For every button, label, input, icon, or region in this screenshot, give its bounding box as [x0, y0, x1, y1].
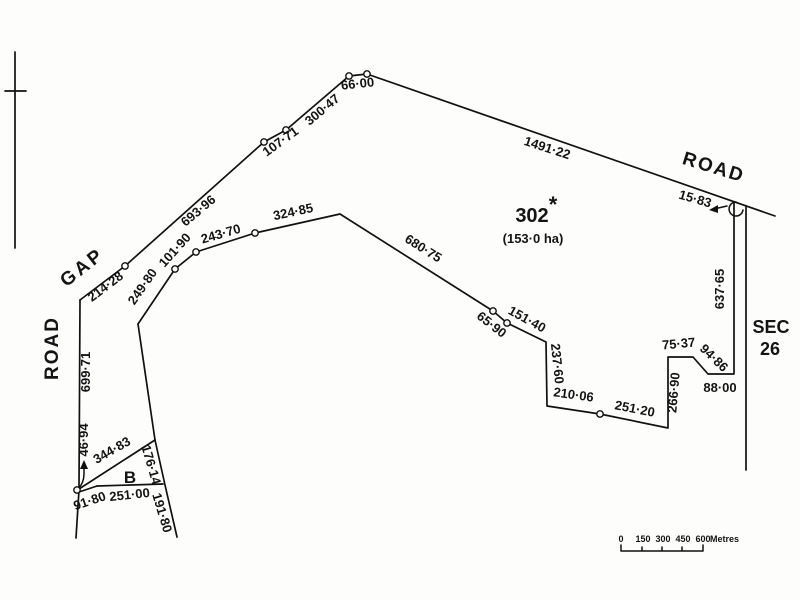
- survey-mark: [260, 138, 268, 146]
- hook-curve: [728, 201, 744, 217]
- lot-number: 302: [515, 205, 548, 227]
- survey-marks: [73, 70, 604, 494]
- northwest-boundary: [79, 75, 350, 301]
- measurement-693-96: 693·96: [178, 192, 219, 230]
- section-number: 26: [760, 339, 780, 359]
- survey-mark: [251, 229, 259, 237]
- section-name: SEC: [752, 317, 789, 337]
- line-344-83: [78, 439, 156, 490]
- measurement-88-00: 88·00: [703, 380, 736, 395]
- reference-mark: [4, 51, 27, 249]
- measurement-101-90: 101·90: [156, 230, 194, 270]
- measurement-243-70: 243·70: [199, 221, 242, 247]
- scale-bar-rule: [620, 544, 704, 552]
- inner-boundary: [137, 202, 735, 429]
- survey-mark: [282, 126, 290, 134]
- measurement-237-60: 237·60: [548, 343, 567, 385]
- measurement-151-40: 151·40: [506, 303, 549, 336]
- survey-mark: [171, 265, 179, 273]
- measurement-66-00: 66·00: [340, 74, 375, 92]
- measurement-15-83: 15·83: [677, 187, 713, 211]
- parcel-b-label: B: [124, 468, 136, 487]
- north-road-line: [366, 73, 776, 217]
- measurement-637-65: 637·65: [712, 269, 727, 309]
- scale-tick-label: 0: [618, 534, 623, 544]
- lot-asterisk: *: [549, 192, 558, 217]
- measurement-344-83: 344·83: [90, 433, 133, 466]
- measurement-300-47: 300·47: [302, 91, 343, 129]
- arrow-15-83-head-icon: [709, 205, 718, 213]
- scale-tick-label: 600: [695, 534, 710, 544]
- measurement-680-75: 680·75: [402, 231, 444, 265]
- survey-mark: [192, 248, 200, 256]
- measurement-75-37: 75·37: [661, 335, 695, 353]
- measurement-210-06: 210·06: [553, 384, 595, 404]
- scale-tick-label: 150: [635, 534, 650, 544]
- survey-mark: [363, 70, 371, 78]
- survey-mark: [503, 319, 511, 327]
- line-251-00: [96, 483, 164, 487]
- measurement-324-85: 324·85: [272, 200, 315, 223]
- line-176-191: [154, 439, 178, 538]
- measurement-266-90: 266·90: [664, 372, 682, 414]
- measurement-251-00: 251·00: [109, 485, 151, 504]
- measurement-251-20: 251·20: [614, 397, 657, 419]
- scale-tick-label: 300: [655, 534, 670, 544]
- measurement-699-71: 699·71: [78, 352, 93, 392]
- line-434-50: [137, 323, 156, 441]
- measurement-249-80: 249·80: [125, 266, 161, 308]
- line-91-80: [78, 485, 98, 493]
- west-road-label: ROAD: [42, 316, 63, 380]
- scale-unit-label: Metres: [710, 534, 739, 544]
- measurement-94-86: 94·86: [697, 341, 731, 375]
- lot-area: (153·0 ha): [503, 231, 564, 246]
- survey-mark: [73, 486, 81, 494]
- north-road-label: ROAD: [680, 148, 747, 187]
- survey-mark: [121, 262, 129, 270]
- survey-mark: [345, 72, 353, 80]
- scale-tick-label: 450: [675, 534, 690, 544]
- boundary-lines: [75, 73, 776, 539]
- measurement-46-94: 46·94: [76, 423, 91, 457]
- survey-mark: [596, 410, 604, 418]
- arrow-46-94-head-icon: [80, 460, 88, 469]
- survey-mark: [489, 307, 497, 315]
- measurement-labels: 66·00 300·47 107·71 693·96 214·28 699·71…: [71, 74, 736, 534]
- scale-bar: 0 150 300 450 600 Metres: [618, 534, 739, 552]
- corner-hook: [709, 201, 744, 217]
